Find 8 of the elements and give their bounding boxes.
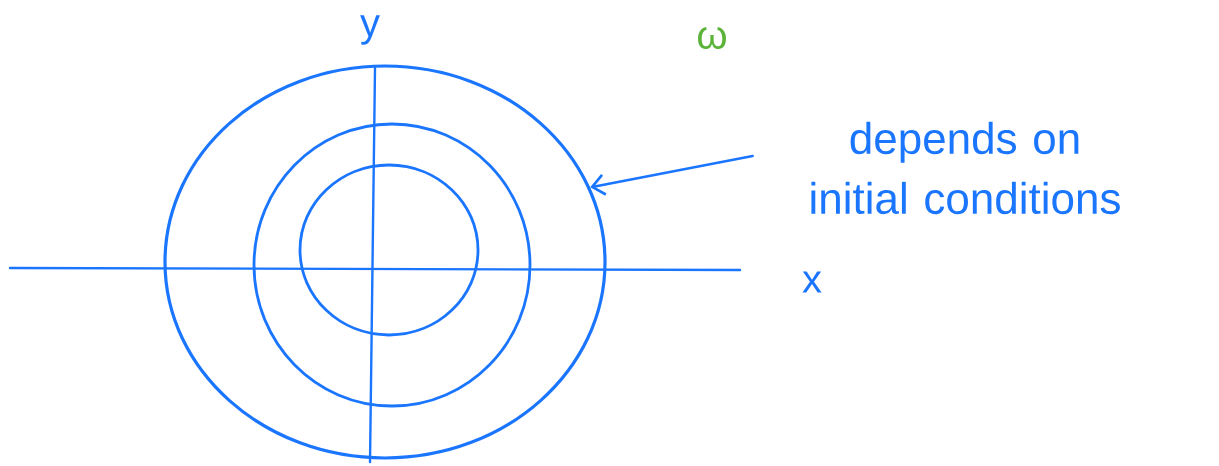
symbol-label: ω [698, 27, 726, 49]
orbit-circle [298, 163, 480, 337]
annotation-text: depends on initial conditions [811, 121, 1120, 215]
axis-label: x [802, 271, 822, 293]
axis-label: y [360, 15, 380, 45]
orbit-circle [163, 64, 607, 460]
leader-arrow [590, 154, 754, 196]
orbit-circle [252, 122, 532, 408]
